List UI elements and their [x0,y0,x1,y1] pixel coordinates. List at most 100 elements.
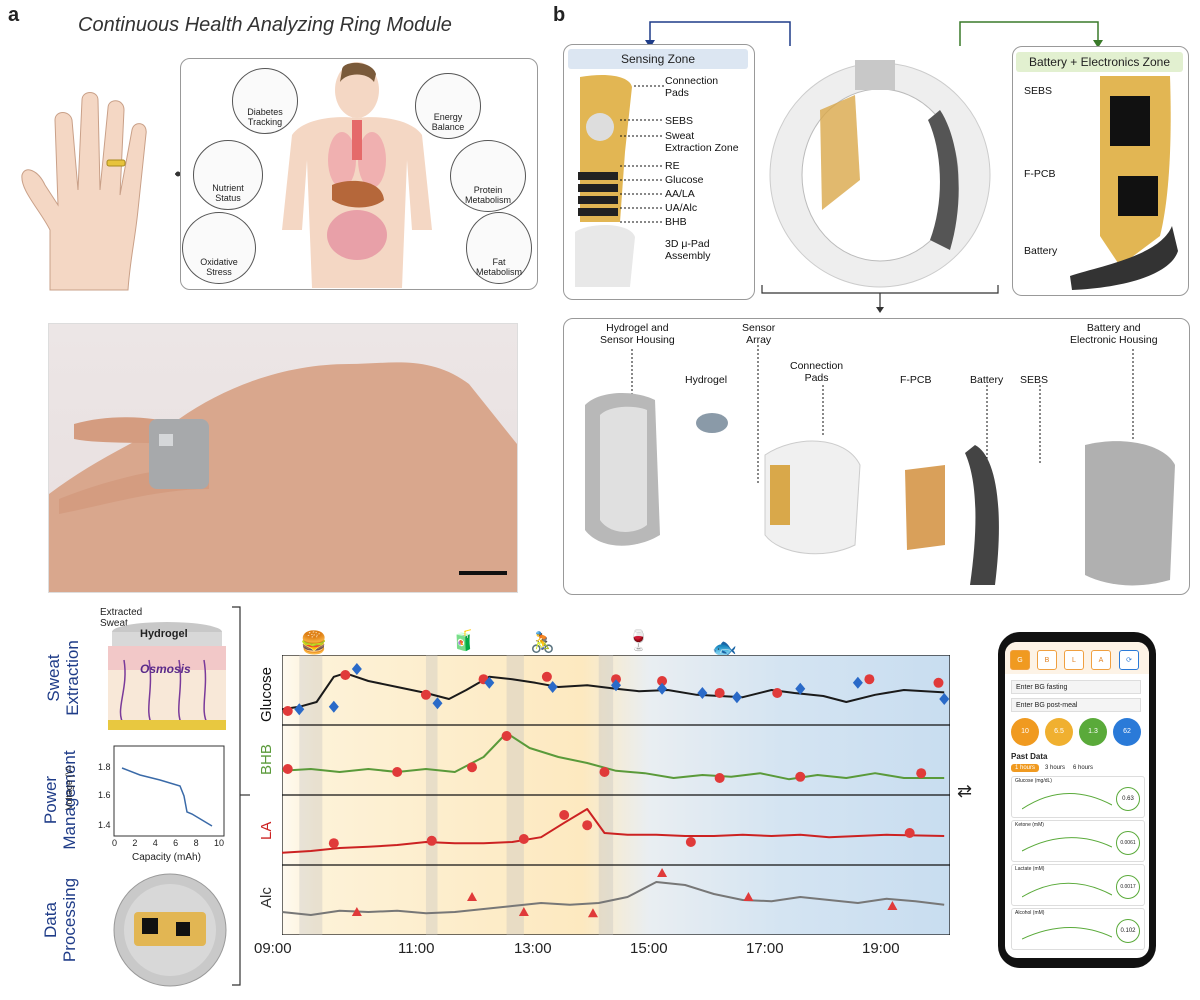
hand-photo [48,323,518,593]
y-label-alc: Alc [258,887,275,908]
hydrogel-label: Hydrogel [140,628,188,640]
label-aa-la: AA/LA [665,188,695,200]
series-line-la [282,808,945,854]
label-connection-pads-exploded: Connection Pads [790,360,844,384]
ring-assembled-illustration [769,60,991,288]
data-point-la [328,838,339,849]
data-point-glucose [541,671,552,682]
power-xticks: 0 2 4 6 8 10 [112,838,224,848]
power-ytick-1: 1.4 [98,820,111,830]
card-sparkline [1022,792,1112,810]
label-fpcb-b: F-PCB [1024,168,1056,180]
bg-fasting-field[interactable]: Enter BG fasting [1011,680,1141,694]
x-tick-0: 09:00 [254,940,292,957]
circle-oxidative-stress: Oxidative Stress [182,212,256,284]
chart-icon-wine: 🍷 [626,630,651,652]
x-tick-5: 19:00 [862,940,900,957]
phone-tab-glucose[interactable]: G [1010,650,1030,670]
data-point-reference-glucose [795,682,806,695]
data-point-reference-glucose [547,681,558,693]
data-point-bhb [467,762,478,773]
data-point-glucose [714,688,725,698]
data-point-alc [587,908,598,918]
period-tab-3h[interactable]: 3 hours [1045,765,1066,771]
circle-fat-metabolism: Fat Metabolism [466,212,532,284]
power-xtick: 2 [132,838,138,848]
circle-diabetes-tracking: Diabetes Tracking [232,68,298,134]
power-xtick: 4 [152,838,158,848]
label-fpcb-exploded: F-PCB [900,374,932,386]
coin-pcb-photo [113,873,227,987]
value-circle-la: 1.3 [1079,718,1107,746]
value-circle-glucose: 10 [1011,718,1039,746]
phone-tab-bhb[interactable]: B [1037,650,1057,670]
data-point-glucose [282,706,293,716]
data-point-alc [887,901,898,910]
label-sebs-b: SEBS [1024,85,1053,97]
label-battery-b: Battery [1024,245,1058,257]
data-point-bhb [282,764,293,774]
label-glucose: Glucose [665,174,704,186]
card-value: 0.63 [1116,787,1140,811]
zone-connector-arrows [645,21,1103,48]
sweat-extracted-label: Extracted Sweat [100,607,143,629]
battery-zone-pcb [1070,76,1178,290]
label-battery-exploded: Battery [970,374,1004,386]
data-point-bhb [714,773,725,783]
period-tab-6h[interactable]: 6 hours [1073,765,1094,771]
data-point-reference-glucose [484,676,495,689]
label-sensor-array: Sensor Array [742,322,776,346]
fat-metabolism-label: Fat Metabolism [475,257,522,277]
data-point-alc [518,907,529,916]
bracket-to-exploded [761,285,999,313]
card-sparkline [1022,837,1112,852]
energy-balance-label: Energy Balance [431,112,465,132]
phone-tab-alc[interactable]: A [1091,650,1111,670]
data-point-reference-glucose [328,700,339,713]
hand-illustration [21,92,147,291]
value-circle-bhb: 6.5 [1045,718,1073,746]
chart-icon-burger: 🍔 [300,630,328,655]
data-point-reference-glucose [432,697,443,710]
x-tick-3: 15:00 [630,940,668,957]
phone-tab-la[interactable]: L [1064,650,1084,670]
oxidative-stress-label: Oxidative Stress [200,257,238,277]
power-xtick: 6 [173,838,179,848]
data-point-alc [467,892,478,901]
card-value: 0.0061 [1116,831,1140,855]
label-ua-alc: UA/Alc [665,202,698,214]
data-point-reference-glucose [697,687,708,699]
x-tick-4: 17:00 [746,940,784,957]
data-point-reference-glucose [731,691,742,704]
series-line-glucose [282,672,945,711]
battery-zone-title: Battery + Electronics Zone [1016,52,1183,72]
power-xtick: 0 [112,838,118,848]
power-xtick: 8 [193,838,199,848]
label-connection-pads: Connection Pads [665,75,719,99]
phone-tab-sync[interactable]: ⟳ [1119,650,1139,670]
data-point-glucose [340,670,351,680]
period-tab-1h[interactable]: 1 hours [1011,764,1040,772]
data-point-bhb [795,771,806,782]
x-tick-2: 13:00 [514,940,552,957]
card-value: 0.0017 [1116,875,1140,899]
card-title: Lactate (mM) [1015,866,1045,872]
panel-b-letter: b [553,4,566,26]
label-sebs-exploded: SEBS [1020,374,1049,386]
chart-icon-bike: 🚴 [530,632,555,654]
power-ylabel: Voltage (V) [64,765,74,810]
bg-postmeal-field[interactable]: Enter BG post-meal [1011,698,1141,712]
data-card-glucose: Glucose (mg/dL) 0.63 [1011,776,1145,818]
power-ytick-2: 1.6 [98,790,111,800]
circle-protein-metabolism: Protein Metabolism [450,140,526,212]
data-point-glucose [657,676,668,686]
data-point-la [518,834,529,844]
y-label-bhb: BHB [258,744,275,775]
data-point-reference-glucose [939,693,950,705]
data-point-reference-glucose [294,703,305,716]
data-point-reference-glucose [611,679,621,692]
voltage-capacity-plot [113,745,225,837]
human-body-illustration [282,62,432,288]
label-3d-pad-assembly: 3D μ-Pad Assembly [665,238,711,262]
x-tick-1: 11:00 [398,940,435,957]
